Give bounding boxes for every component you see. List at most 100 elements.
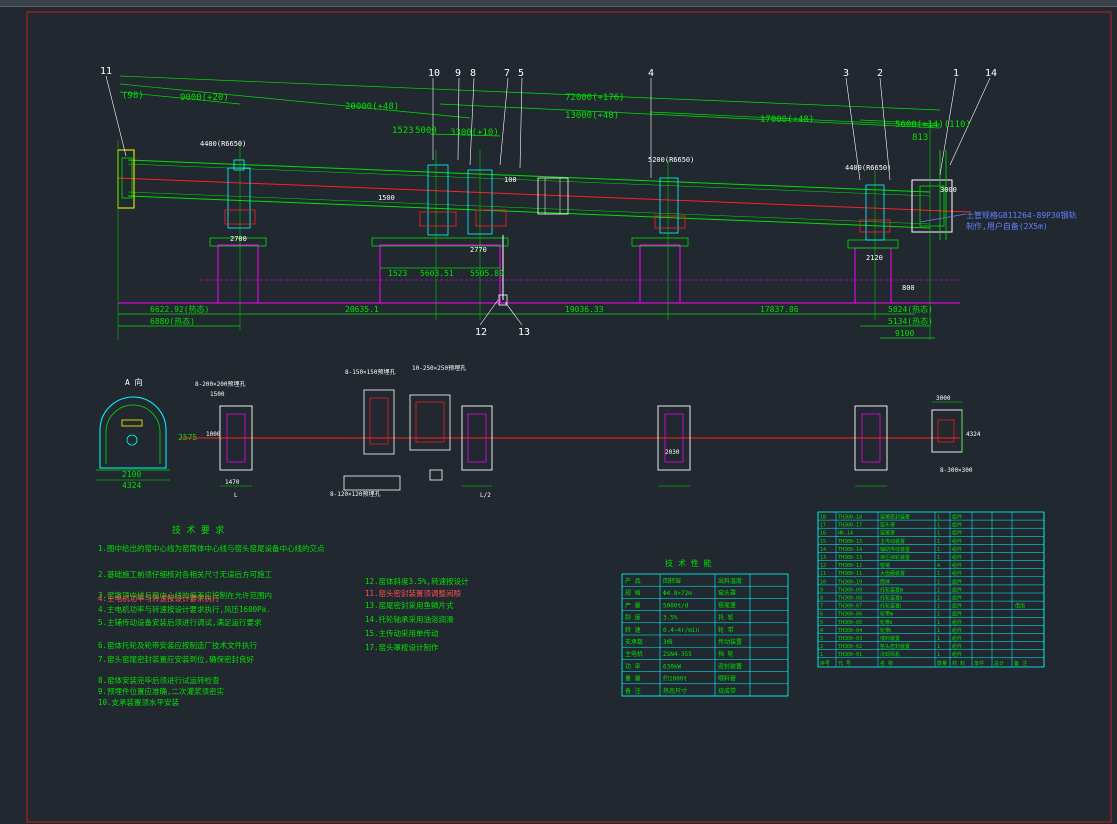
mid-note-item: 13.窑尾密封采用鱼鳞片式 xyxy=(365,600,454,610)
bom-cell: 主传动装置 xyxy=(880,538,905,545)
plan-text: L xyxy=(234,492,238,499)
red-note: 11.窑头密封装置须调整间隙 xyxy=(365,588,462,598)
info-side: 挡 轮 xyxy=(718,650,734,658)
info-value: ZSN4-355 xyxy=(663,651,692,658)
part-number: 13 xyxy=(518,327,530,338)
bom-cell: 1 xyxy=(937,636,940,642)
bom-cell: 17 xyxy=(820,523,826,529)
dimension-text: 1523 xyxy=(392,126,414,136)
info-side: 窑尾罩 xyxy=(718,601,736,609)
bom-cell: TH300-01 xyxy=(838,652,862,658)
dimension-text: 17837.86 xyxy=(760,305,799,314)
red-note: 4.主电机功率与转速按设计要求执行 xyxy=(98,593,220,603)
bom-cell: 组件 xyxy=(952,570,962,577)
part-number: 7 xyxy=(504,68,510,79)
bom-cell: 窑头罩 xyxy=(880,522,895,529)
callout-text: 2120 xyxy=(866,254,883,262)
plan-text: 10-250×250预埋孔 xyxy=(412,364,466,372)
bom-header-cell: 材 料 xyxy=(952,660,965,667)
info-value: 630kW xyxy=(663,663,681,670)
bom-cell: 窑尾罩 xyxy=(880,530,895,537)
plan-text: 4324 xyxy=(966,431,981,438)
note-item: 9.预埋件位置应准确,二次灌浆须密实 xyxy=(98,686,225,696)
bom-header-cell: 名 称 xyxy=(880,660,893,667)
cross-section-title: A 向 xyxy=(125,377,143,387)
cross-section-a: A 向 2100 4324 2575 xyxy=(96,377,197,490)
bom-cell: 1 xyxy=(937,596,940,602)
bom-cell: TH300-03 xyxy=(838,636,862,642)
info-label: 重 量 xyxy=(625,675,641,683)
bom-cell: TH300-17 xyxy=(838,523,862,529)
plan-text: 2030 xyxy=(665,449,680,456)
rail-spec-line1: 土管规格GB11264-89P30钢轨 xyxy=(966,210,1077,220)
part-number: 9 xyxy=(455,68,461,79)
bom-cell: 1 xyxy=(937,547,940,553)
info-label: 斜 度 xyxy=(625,614,641,622)
dimension-text: 5600(+14)(110) xyxy=(895,120,971,130)
callout-text: 800 xyxy=(902,284,915,292)
plan-labels: 8-200×200预埋孔 1500 1470 1000 2030 8-120×1… xyxy=(195,364,981,499)
bom-cell: TH300-08 xyxy=(838,596,862,602)
bom-cell: 组件 xyxy=(952,554,962,561)
bom-cell: TH300-12 xyxy=(838,563,862,569)
info-value: 3.5% xyxy=(663,615,678,622)
note-item: 1.图中给出的窑中心线为窑筒体中心线与窑头窑尾设备中心线的交点 xyxy=(98,543,325,553)
dimension-text: 9000(+20) xyxy=(180,93,229,103)
bom-cell: 轮带Ⅰ xyxy=(880,627,891,634)
bom-cell: 1 xyxy=(937,523,940,529)
bom-cell: 筒体 xyxy=(880,578,890,585)
bom-cell: 13 xyxy=(820,555,826,561)
bom-cell: 1 xyxy=(937,555,940,561)
info-label: 产 品 xyxy=(625,577,641,585)
mid-note-item: 12.窑体斜度3.5%,转速按设计 xyxy=(365,576,469,586)
bom-header-cell: 数量 xyxy=(937,660,947,667)
bom-cell: 窑墩 xyxy=(880,562,890,569)
bom-cell: 18 xyxy=(820,515,826,521)
plan-text: 1470 xyxy=(225,479,240,486)
bom-cell: TH300-09 xyxy=(838,587,862,593)
callout-text: 4400(R6650) xyxy=(200,140,246,148)
dimension-text: (98) xyxy=(122,91,144,101)
bom-cell: 组件 xyxy=(952,635,962,642)
bom-cell: 液压挡轮装置 xyxy=(880,554,910,561)
bom-cell: 轮带Ⅱ xyxy=(880,619,892,626)
plan-text: L/2 xyxy=(480,492,491,499)
bom-cell: 组件 xyxy=(952,522,962,529)
rail-spec-line2: 制作,用户自备(2X5m) xyxy=(966,221,1048,231)
part-number: 3 xyxy=(843,68,849,79)
part-number: 10 xyxy=(428,68,440,79)
foundation-plan: 8-200×200预埋孔 1500 1470 1000 2030 8-120×1… xyxy=(180,364,981,499)
info-label: 产 量 xyxy=(625,601,641,609)
drawing-border xyxy=(26,11,1112,823)
info-value: 0.4~4r/min xyxy=(663,627,700,634)
dimension-text: 5505.89 xyxy=(470,269,504,278)
bom-cell: 1 xyxy=(937,612,940,618)
bom-cell: TH300-14 xyxy=(838,547,862,553)
callout-text: 3000 xyxy=(940,186,957,194)
plan-text: 8-150×150预埋孔 xyxy=(345,368,396,376)
dimension-text: 72000(+176) xyxy=(565,93,625,103)
bom-cell: 1 xyxy=(820,652,823,658)
bom-cell: 1 xyxy=(937,644,940,650)
part-number: 2 xyxy=(877,68,883,79)
dimension-text: 9100 xyxy=(895,329,914,338)
info-value: 回转窑 xyxy=(663,577,681,585)
part-number: 11 xyxy=(100,66,112,77)
dimension-text: 20635.1 xyxy=(345,305,379,314)
part-number: 8 xyxy=(470,68,476,79)
bom-cell: TH300-10 xyxy=(838,579,862,585)
note-item: 3.窑墩顶中线与窑中心线的偏差应控制在允许范围内 xyxy=(98,590,272,600)
bom-cell: 冷却风机 xyxy=(880,651,900,658)
part-number: 12 xyxy=(475,327,487,338)
info-label: 备 注 xyxy=(625,687,641,695)
bom-cell: 组件 xyxy=(952,611,962,618)
dimension-text: 5134(热态) xyxy=(888,316,933,326)
section-dim: 2100 xyxy=(122,470,141,479)
elevation-view xyxy=(105,75,991,340)
dimension-text: 17000(+48) xyxy=(760,115,814,125)
bom-cell: 2 xyxy=(820,644,823,650)
dimensions-top: (98) 9000(+20) 20000(+48) 72000(+176) 13… xyxy=(122,91,971,143)
info-side: 窑头罩 xyxy=(718,589,736,597)
bom-cell: 5 xyxy=(820,620,823,626)
